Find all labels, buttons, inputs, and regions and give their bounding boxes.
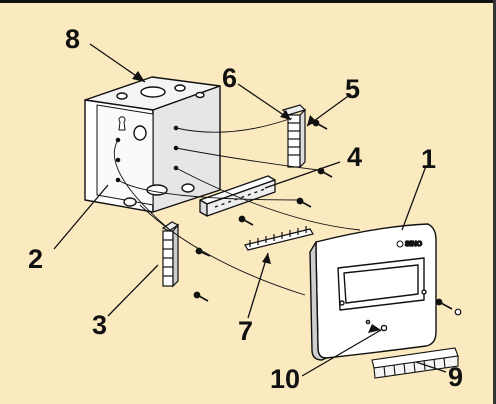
busbar-comb (244, 226, 314, 251)
leader-lines (53, 43, 447, 377)
callout-4: 4 (347, 142, 362, 172)
callout-7: 7 (238, 316, 253, 346)
callout-5: 5 (345, 74, 360, 104)
brand-mark: SINO (405, 241, 423, 248)
enclosure-box (84, 76, 221, 213)
screw-cap (454, 308, 462, 316)
label-strip (371, 347, 459, 379)
callout-8: 8 (65, 24, 80, 54)
assembly-lines (113, 117, 361, 296)
callout-10: 10 (270, 364, 300, 394)
terminal-block-upright (281, 104, 307, 169)
callout-9: 9 (448, 362, 463, 392)
callout-1: 1 (421, 144, 436, 174)
right-border (493, 0, 496, 404)
top-border (0, 0, 496, 3)
callout-2: 2 (28, 244, 43, 274)
callout-3: 3 (92, 310, 107, 340)
terminal-block-neutral (161, 221, 180, 288)
leader-arrowheads (132, 71, 381, 333)
callout-labels: 1 2 3 4 5 6 7 8 9 10 (28, 24, 463, 394)
callout-6: 6 (222, 63, 237, 93)
front-cover: SINO (309, 223, 437, 361)
